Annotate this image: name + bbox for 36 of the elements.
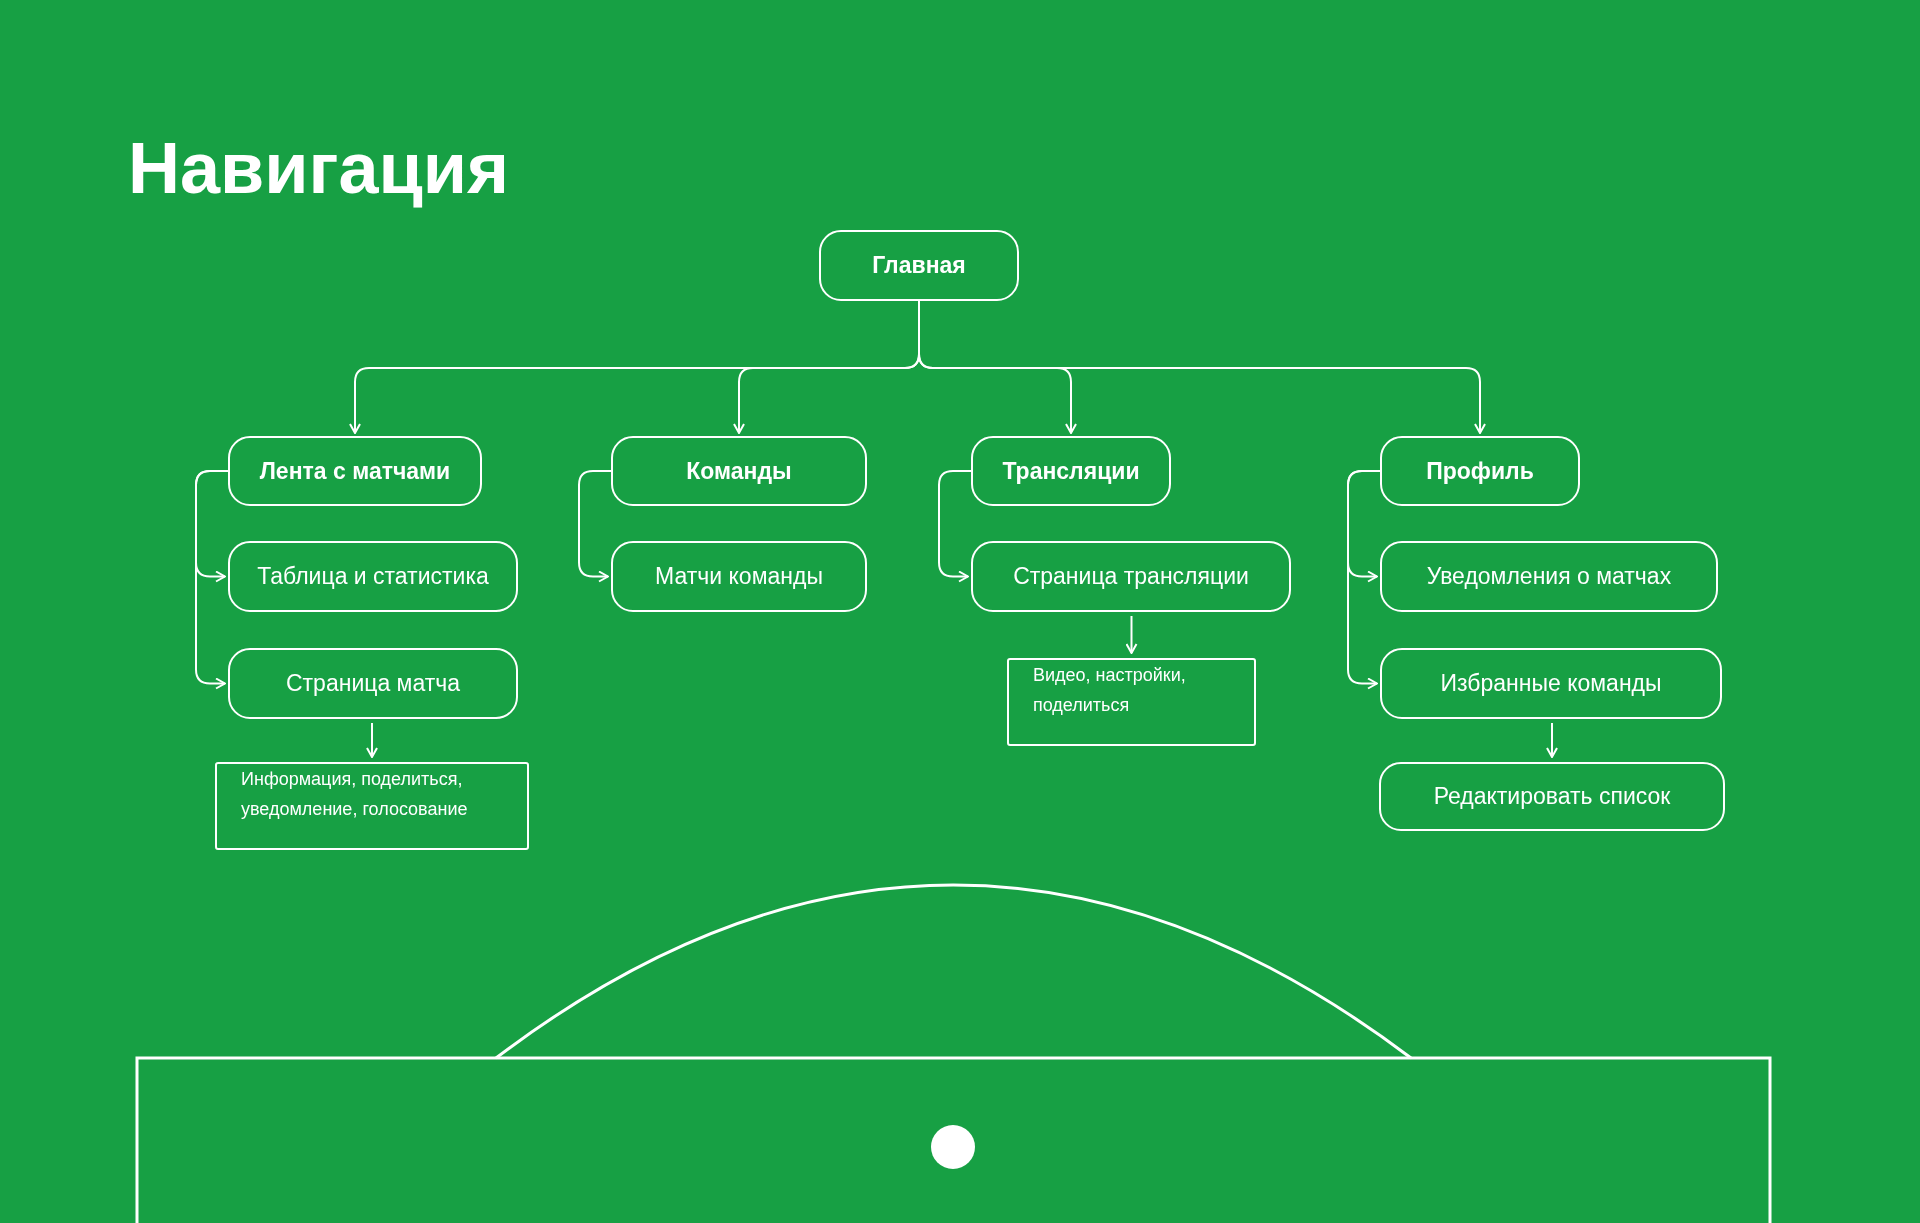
node-label: Страница матча [285, 669, 460, 699]
node-label: Трансляции [1002, 456, 1140, 486]
node-label: Уведомления о матчах [1426, 562, 1672, 592]
page-node-box [228, 648, 518, 719]
node-label: Профиль [1426, 456, 1534, 486]
detail-box [215, 762, 529, 850]
detail-box [1007, 658, 1256, 746]
page-node-box [228, 541, 518, 612]
root-node-box [819, 230, 1019, 301]
node-label: Главная [872, 251, 966, 281]
connector-arrow [1125, 615, 1138, 654]
connector-arrow [195, 470, 229, 690]
connector-arrow [578, 470, 612, 583]
page-node-box [1379, 762, 1725, 831]
page-node-box [611, 541, 867, 612]
node-label: Видео, настройки, поделиться [1033, 664, 1187, 717]
page-node-box [1380, 541, 1718, 612]
section-node-box [971, 436, 1171, 506]
node-label: Таблица и статистика [257, 562, 489, 592]
connector-arrow [918, 300, 1486, 434]
node-label: Лента с матчами [259, 456, 451, 486]
section-node-box [611, 436, 867, 506]
node-label: Команды [686, 456, 792, 486]
node-label: Матчи команды [655, 562, 823, 592]
section-node-box [228, 436, 482, 506]
node-label: Информация, поделиться, уведомление, голосование [241, 768, 469, 821]
node-label: Редактировать список [1433, 782, 1671, 812]
connector-arrow [366, 722, 378, 758]
connector-arrow [1546, 722, 1558, 758]
page-node-box [1380, 648, 1722, 719]
connector-arrow [938, 470, 972, 583]
node-label: Избранные команды [1440, 669, 1662, 699]
node-label: Страница трансляции [1013, 562, 1249, 592]
page-node-box [971, 541, 1291, 612]
section-node-box [1380, 436, 1580, 506]
connector-arrow [1347, 470, 1381, 690]
